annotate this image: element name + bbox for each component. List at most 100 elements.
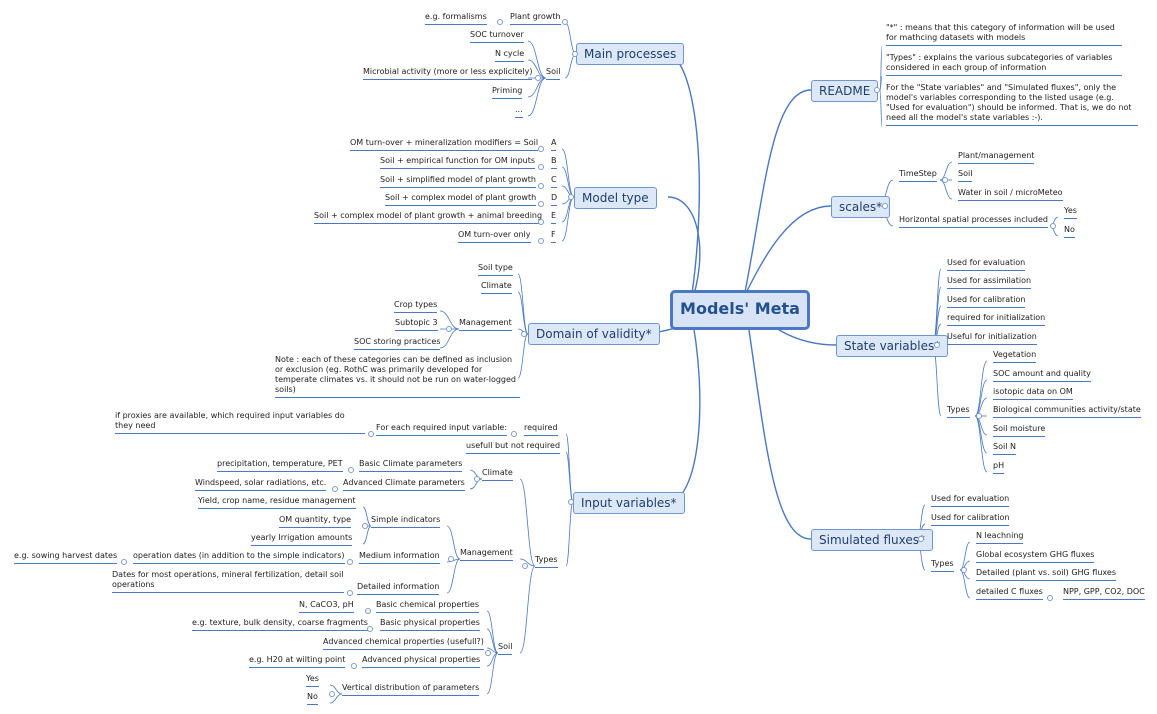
node-soil-processes[interactable]: Soil: [546, 67, 561, 80]
node-model-type[interactable]: Model type: [574, 187, 657, 209]
collapse-toggle-icon[interactable]: [329, 691, 335, 697]
collapse-toggle-icon[interactable]: [446, 326, 452, 332]
node-plant-growth[interactable]: Plant growth: [510, 12, 561, 25]
node-detailed-info-ex[interactable]: Dates for most operations, mineral ferti…: [112, 570, 344, 593]
node-simple-irrigation[interactable]: yearly Irrigation amounts: [251, 533, 353, 546]
node-timestep-water[interactable]: Water in soil / microMeteo: [958, 188, 1063, 201]
node-type-vegetation[interactable]: Vegetation: [993, 350, 1037, 363]
node-state-evaluation[interactable]: Used for evaluation: [947, 258, 1026, 271]
node-type-isotopic[interactable]: isotopic data on OM: [993, 387, 1073, 400]
collapse-toggle-icon[interactable]: [535, 75, 541, 81]
node-basic-chemical-ex[interactable]: N, CaCO3, pH: [299, 600, 354, 613]
node-soc-storing[interactable]: SOC storing practices: [354, 337, 441, 350]
node-soc-turnover[interactable]: SOC turnover: [470, 30, 524, 43]
node-state-required-init[interactable]: required for initialization: [947, 313, 1046, 326]
node-required[interactable]: required: [524, 423, 558, 436]
collapse-toggle-icon[interactable]: [362, 523, 368, 529]
node-input-soil[interactable]: Soil: [498, 642, 513, 655]
node-basic-physical[interactable]: Basic physical properties: [380, 618, 480, 631]
collapse-toggle-icon[interactable]: [918, 536, 924, 542]
node-state-calibration[interactable]: Used for calibration: [947, 295, 1026, 308]
node-crop-types[interactable]: Crop types: [394, 300, 438, 313]
node-model-type-b-desc[interactable]: Soil + empirical function for OM inputs: [380, 156, 536, 169]
node-state-assimilation[interactable]: Used for assimilation: [947, 276, 1032, 289]
collapse-toggle-icon[interactable]: [347, 559, 353, 565]
node-input-climate[interactable]: Climate: [482, 468, 513, 481]
collapse-toggle-icon[interactable]: [934, 342, 940, 348]
node-type-soil-n[interactable]: Soil N: [993, 442, 1016, 455]
node-flux-detailed-c[interactable]: detailed C fluxes: [976, 587, 1043, 600]
node-adv-climate[interactable]: Advanced Climate parameters: [343, 478, 465, 491]
node-input-types[interactable]: Types: [535, 555, 558, 568]
node-subtopic-3[interactable]: Subtopic 3: [395, 318, 438, 331]
node-basic-climate[interactable]: Basic Climate parameters: [359, 459, 463, 472]
node-model-type-e[interactable]: E: [551, 211, 557, 224]
node-input-management[interactable]: Management: [460, 548, 513, 561]
collapse-toggle-icon[interactable]: [521, 331, 527, 337]
node-readme[interactable]: README: [811, 80, 879, 102]
collapse-toggle-icon[interactable]: [538, 201, 544, 207]
node-model-type-f-desc[interactable]: OM turn-over only: [458, 230, 531, 243]
node-detailed-info[interactable]: Detailed information: [357, 582, 440, 595]
node-for-each-required[interactable]: For each required input variable:: [376, 423, 508, 436]
node-adv-physical-ex[interactable]: e.g. H20 at wilting point: [249, 655, 346, 668]
node-formalisms[interactable]: e.g. formalisms: [425, 12, 487, 25]
node-readme-asterisk[interactable]: "*" : means that this category of inform…: [886, 23, 1122, 46]
node-vertical-yes[interactable]: Yes: [306, 674, 319, 687]
collapse-toggle-icon[interactable]: [511, 431, 517, 437]
node-adv-physical[interactable]: Advanced physical properties: [362, 655, 481, 668]
collapse-toggle-icon[interactable]: [367, 626, 373, 632]
root-node-models-meta[interactable]: Models' Meta: [670, 290, 810, 330]
node-state-variables[interactable]: State variables*: [836, 335, 949, 357]
collapse-toggle-icon[interactable]: [365, 608, 371, 614]
node-management-domain[interactable]: Management: [459, 318, 512, 331]
node-vertical-distribution[interactable]: Vertical distribution of parameters: [342, 683, 480, 696]
node-flux-n-leaching[interactable]: N leachning: [976, 531, 1024, 544]
node-timestep[interactable]: TimeStep: [899, 169, 937, 182]
node-simple-yield[interactable]: Yield, crop name, residue management: [198, 496, 356, 509]
node-type-biological[interactable]: Biological communities activity/state: [993, 405, 1141, 418]
node-priming[interactable]: Priming: [492, 86, 523, 99]
node-model-type-a[interactable]: A: [551, 138, 557, 151]
collapse-toggle-icon[interactable]: [474, 476, 480, 482]
node-readme-state-fluxes[interactable]: For the "State variables" and "Simulated…: [886, 83, 1138, 126]
node-model-type-f[interactable]: F: [551, 230, 556, 243]
collapse-toggle-icon[interactable]: [568, 194, 574, 200]
collapse-toggle-icon[interactable]: [448, 556, 454, 562]
node-usefull-not-required[interactable]: usefull but not required: [466, 441, 561, 454]
node-model-type-d-desc[interactable]: Soil + complex model of plant growth: [385, 193, 537, 206]
collapse-toggle-icon[interactable]: [538, 146, 544, 152]
collapse-toggle-icon[interactable]: [522, 563, 528, 569]
node-operation-dates[interactable]: operation dates (in addition to the simp…: [133, 551, 345, 564]
node-state-useful-init[interactable]: Useful for initialization: [947, 332, 1037, 345]
collapse-toggle-icon[interactable]: [1047, 595, 1053, 601]
node-medium-info[interactable]: Medium information: [359, 551, 440, 564]
node-scales[interactable]: scales*: [831, 196, 891, 218]
collapse-toggle-icon[interactable]: [568, 499, 574, 505]
collapse-toggle-icon[interactable]: [942, 177, 948, 183]
node-type-soc-amount[interactable]: SOC amount and quality: [993, 369, 1091, 382]
node-domain-of-validity[interactable]: Domain of validity*: [528, 323, 660, 345]
node-n-cycle[interactable]: N cycle: [495, 49, 525, 62]
collapse-toggle-icon[interactable]: [538, 219, 544, 225]
node-soil-type[interactable]: Soil type: [478, 263, 513, 276]
collapse-toggle-icon[interactable]: [538, 238, 544, 244]
node-flux-global-ghg[interactable]: Global ecosystem GHG fluxes: [976, 550, 1095, 563]
collapse-toggle-icon[interactable]: [538, 164, 544, 170]
collapse-toggle-icon[interactable]: [347, 590, 353, 596]
node-vertical-no[interactable]: No: [307, 692, 318, 705]
node-ellipsis[interactable]: ...: [515, 105, 523, 118]
node-flux-evaluation[interactable]: Used for evaluation: [931, 494, 1010, 507]
collapse-toggle-icon[interactable]: [874, 87, 880, 93]
node-model-type-c-desc[interactable]: Soil + simplified model of plant growth: [380, 175, 536, 188]
collapse-toggle-icon[interactable]: [976, 413, 982, 419]
node-flux-detailed-ghg[interactable]: Detailed (plant vs. soil) GHG fluxes: [976, 568, 1116, 581]
node-operation-dates-ex[interactable]: e.g. sowing harvest dates: [14, 551, 118, 564]
collapse-toggle-icon[interactable]: [562, 19, 568, 25]
node-proxies[interactable]: if proxies are available, which required…: [115, 411, 365, 434]
node-model-type-b[interactable]: B: [551, 156, 557, 169]
node-flux-calibration[interactable]: Used for calibration: [931, 513, 1010, 526]
node-simple-om[interactable]: OM quantity, type: [279, 515, 352, 528]
node-readme-types[interactable]: "Types" : explains the various subcatego…: [886, 53, 1122, 76]
collapse-toggle-icon[interactable]: [497, 19, 503, 25]
